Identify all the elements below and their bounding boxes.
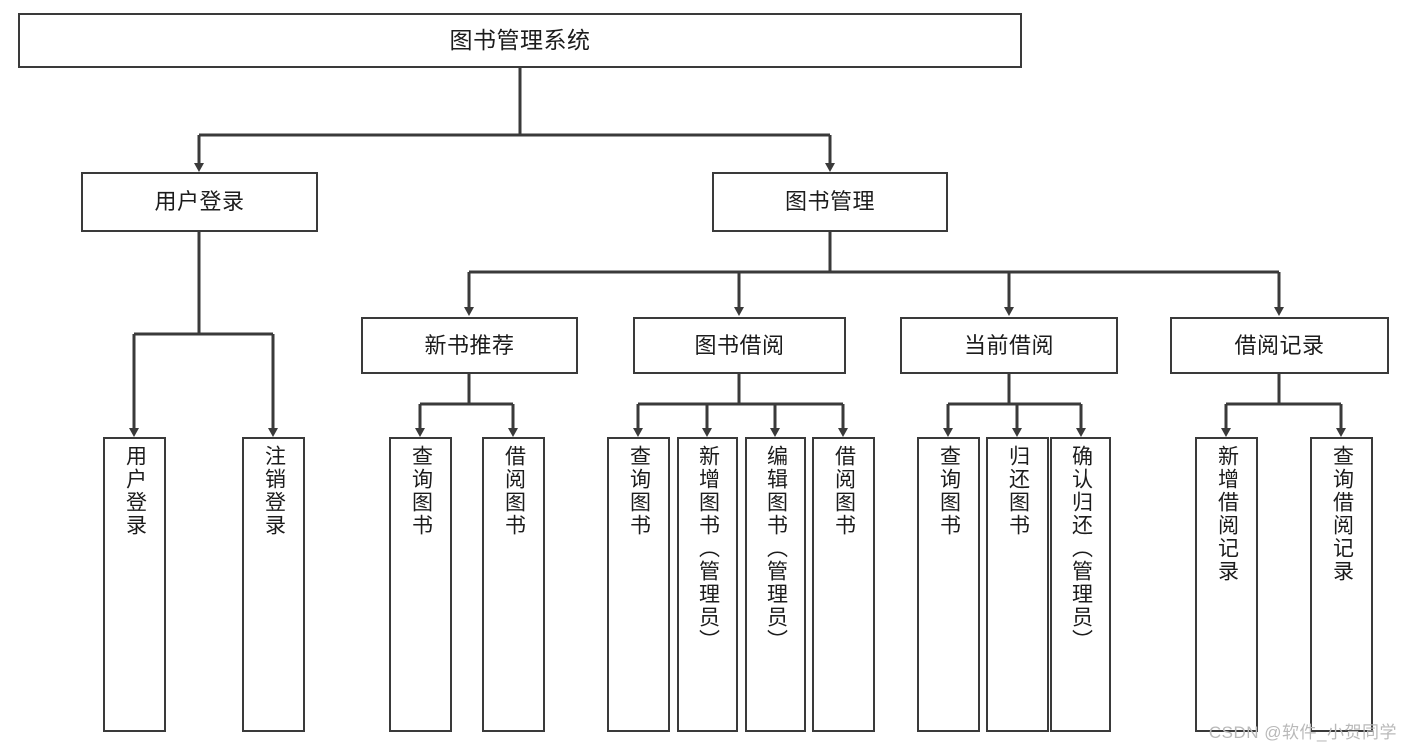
node-leaf-borrow-query[interactable]: 查询图书 — [607, 437, 670, 732]
watermark-text: CSDN @软件_小贺同学 — [1208, 723, 1397, 742]
node-current-borrow[interactable]: 当前借阅 — [900, 317, 1118, 374]
node-leaf-new-book-borrow[interactable]: 借阅图书 — [482, 437, 545, 732]
node-label: 用户登录 — [123, 445, 147, 537]
node-leaf-user-login-login[interactable]: 用户登录 — [103, 437, 166, 732]
node-book-management[interactable]: 图书管理 — [712, 172, 948, 232]
node-leaf-current-confirm-return[interactable]: 确认归还（管理员） — [1050, 437, 1111, 732]
node-borrow-record[interactable]: 借阅记录 — [1170, 317, 1389, 374]
node-label: 当前借阅 — [963, 332, 1054, 358]
node-user-login[interactable]: 用户登录 — [81, 172, 318, 232]
node-leaf-user-login-logout[interactable]: 注销登录 — [242, 437, 305, 732]
node-label: 新增借阅记录 — [1215, 445, 1239, 583]
node-leaf-current-return[interactable]: 归还图书 — [986, 437, 1049, 732]
node-label: 新书推荐 — [424, 332, 515, 358]
node-leaf-borrow-edit-book[interactable]: 编辑图书（管理员） — [745, 437, 806, 732]
node-label: 图书管理 — [784, 189, 875, 215]
node-leaf-record-query[interactable]: 查询借阅记录 — [1310, 437, 1373, 732]
node-label: 图书管理系统 — [449, 26, 591, 53]
node-root-book-management-system[interactable]: 图书管理系统 — [18, 13, 1022, 68]
node-label: 注销登录 — [262, 445, 286, 537]
node-label: 图书借阅 — [694, 332, 785, 358]
node-label: 借阅图书 — [502, 445, 526, 537]
node-leaf-new-book-query[interactable]: 查询图书 — [389, 437, 452, 732]
node-leaf-borrow-borrow-book[interactable]: 借阅图书 — [812, 437, 875, 732]
node-label: 查询借阅记录 — [1330, 445, 1354, 583]
node-leaf-current-query[interactable]: 查询图书 — [917, 437, 980, 732]
node-label: 查询图书 — [409, 445, 433, 537]
node-label: 归还图书 — [1006, 445, 1030, 537]
node-label: 用户登录 — [154, 189, 245, 215]
node-label: 编辑图书（管理员） — [764, 445, 788, 652]
node-leaf-record-add[interactable]: 新增借阅记录 — [1195, 437, 1258, 732]
node-label: 查询图书 — [937, 445, 961, 537]
node-label: 查询图书 — [627, 445, 651, 537]
node-label: 确认归还（管理员） — [1069, 445, 1093, 652]
node-book-borrow[interactable]: 图书借阅 — [633, 317, 846, 374]
node-label: 借阅图书 — [832, 445, 856, 537]
node-label: 新增图书（管理员） — [696, 445, 720, 652]
node-new-book-recommend[interactable]: 新书推荐 — [361, 317, 578, 374]
node-leaf-borrow-add-book[interactable]: 新增图书（管理员） — [677, 437, 738, 732]
node-label: 借阅记录 — [1234, 332, 1325, 358]
